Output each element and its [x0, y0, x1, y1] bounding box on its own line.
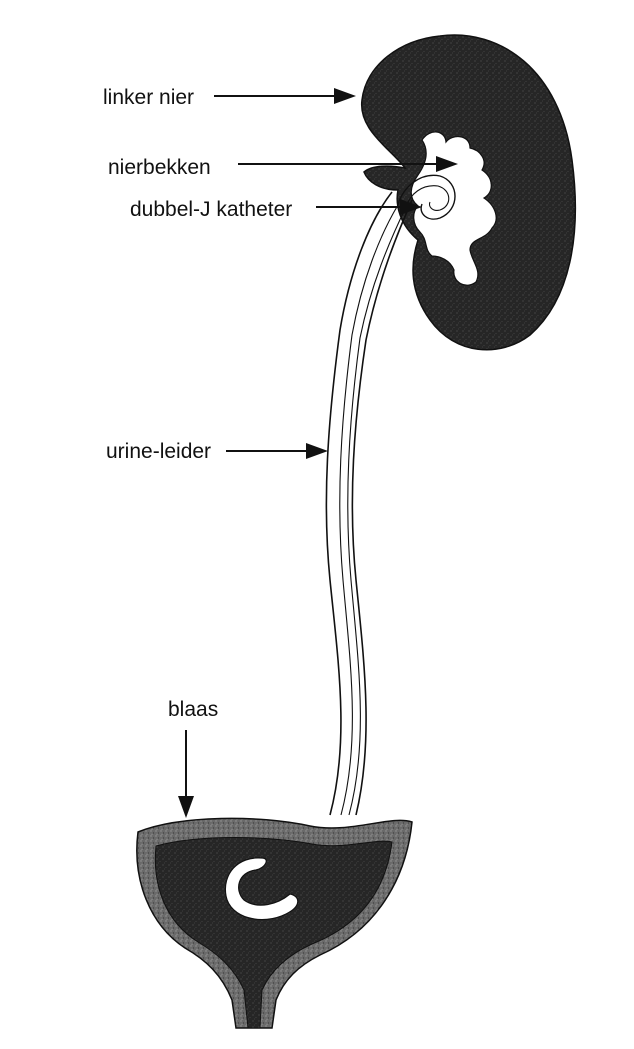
label-catheter-group: dubbel-J katheter — [130, 198, 422, 221]
ureter — [325, 174, 456, 816]
catheter-upper-j-curl — [397, 174, 456, 220]
kidney — [361, 34, 577, 351]
bladder — [136, 817, 413, 1029]
arrow-bladder-head — [178, 796, 194, 818]
catheter-left-wall — [339, 204, 399, 816]
bladder-lumen — [154, 837, 393, 1029]
label-renal-pelvis-group: nierbekken — [108, 156, 458, 179]
label-bladder-group: blaas — [168, 698, 218, 818]
label-bladder: blaas — [168, 698, 218, 721]
label-double-j-catheter: dubbel-J katheter — [130, 198, 292, 221]
catheter-lower-j-curl — [224, 857, 299, 921]
catheter-right-wall — [347, 206, 407, 816]
label-ureter: urine-leider — [106, 440, 211, 463]
renal-pelvis-cavity — [410, 131, 497, 286]
label-left-kidney: linker nier — [103, 86, 194, 109]
arrow-renal-pelvis-head — [436, 156, 458, 172]
label-left-kidney-group: linker nier — [103, 86, 356, 109]
ureter-outer-left — [325, 191, 393, 816]
label-renal-pelvis: nierbekken — [108, 156, 211, 179]
arrow-left-kidney-head — [334, 88, 356, 104]
ureter-outer-right — [351, 199, 413, 816]
catheter-upper-j-curl-inner — [405, 185, 450, 211]
arrow-catheter-head — [400, 199, 422, 215]
arrow-ureter-head — [306, 443, 328, 459]
label-ureter-group: urine-leider — [106, 440, 328, 463]
